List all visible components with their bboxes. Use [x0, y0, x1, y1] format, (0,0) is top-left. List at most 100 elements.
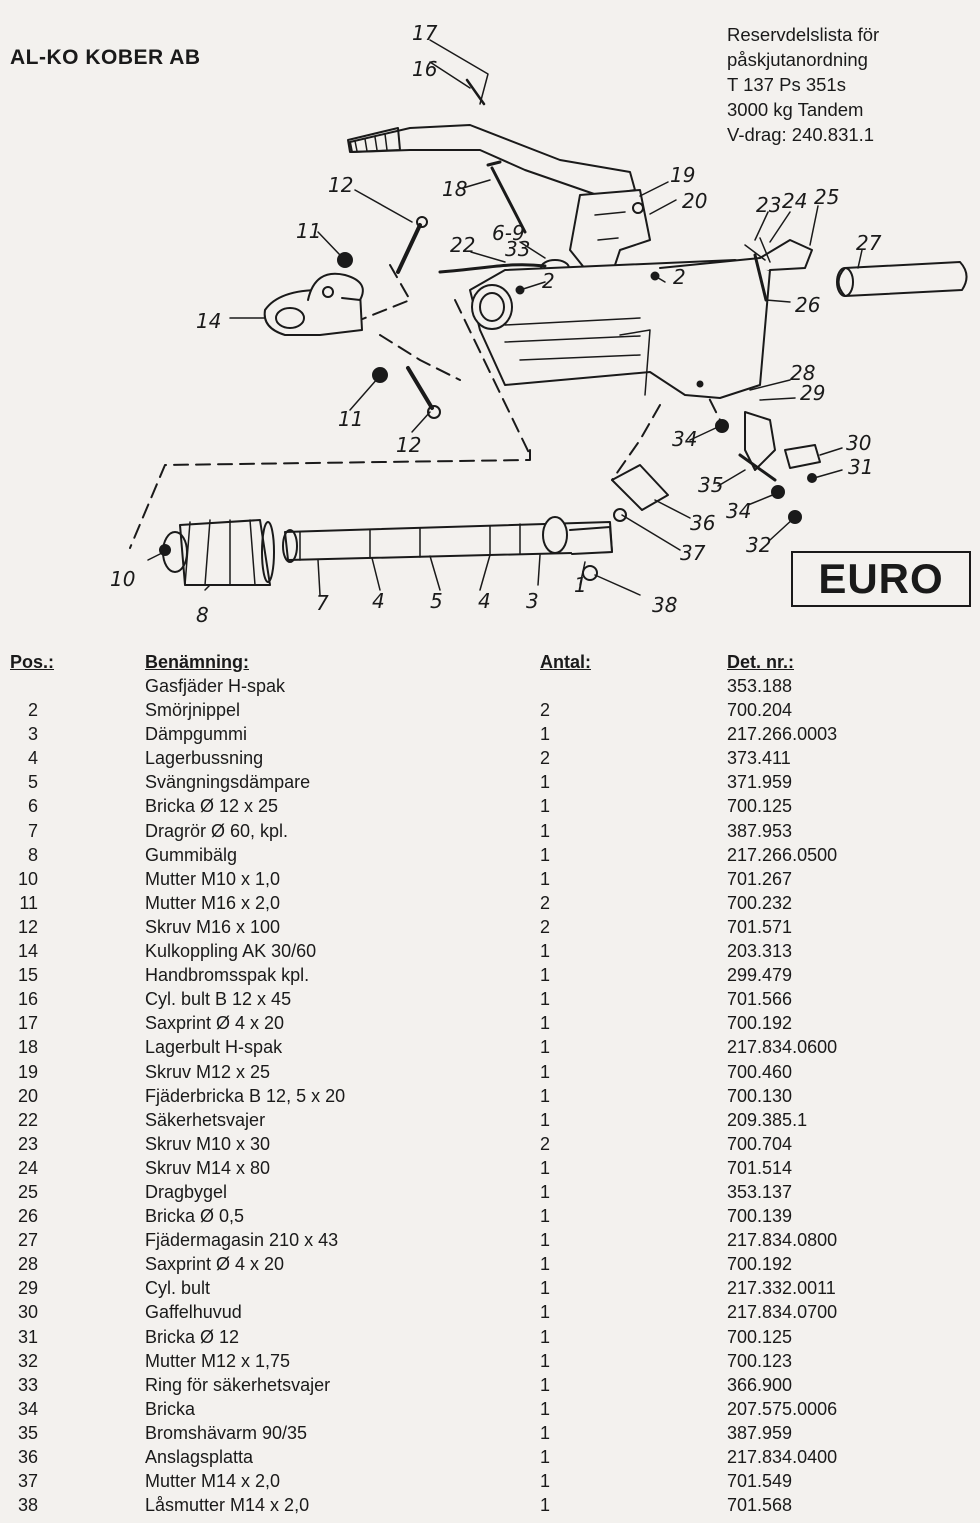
cell-name: Låsmutter M14 x 2,0: [145, 1495, 310, 1516]
cell-name: Gaffelhuvud: [145, 1302, 242, 1323]
cell-qty: 1: [540, 1061, 551, 1082]
cell-qty: 1: [540, 1037, 551, 1058]
cell-name: Fjäderbricka B 12, 5 x 20: [145, 1085, 346, 1106]
cell-pos: 37: [17, 1471, 38, 1492]
cell-det: 700.192: [727, 1254, 793, 1275]
stop-plate: [611, 464, 669, 511]
callout-label: 19: [670, 163, 695, 187]
cell-qty: 2: [540, 700, 551, 721]
cell-pos: 19: [17, 1061, 38, 1082]
callout-label: 4: [372, 589, 385, 613]
cell-pos: 8: [27, 844, 38, 865]
cell-pos: 15: [17, 965, 38, 986]
cell-det: 700.232: [727, 892, 793, 913]
callout-label: 12: [328, 173, 353, 197]
cell-qty: 1: [540, 1157, 551, 1178]
cell-pos: 11: [19, 892, 38, 913]
cell-name: Handbromsspak kpl.: [145, 965, 310, 986]
cell-name: Skruv M10 x 30: [145, 1133, 271, 1154]
cell-pos: 28: [17, 1254, 38, 1275]
ball-coupling: [263, 272, 364, 336]
table-row: 15 Handbromsspak kpl. 1 299.479: [0, 963, 980, 987]
callout-label: 32: [746, 533, 771, 557]
callout-label: 14: [196, 309, 221, 333]
cell-name: Kulkoppling AK 30/60: [145, 941, 317, 962]
cell-qty: 1: [540, 1326, 551, 1347]
cell-det: 217.834.0700: [727, 1302, 838, 1323]
table-row: 28 Saxprint Ø 4 x 20 1 700.192: [0, 1252, 980, 1276]
cell-name: Lagerbult H-spak: [145, 1037, 283, 1058]
cell-name: Lagerbussning: [145, 748, 264, 769]
cell-det: 701.571: [727, 916, 793, 937]
cell-qty: 1: [540, 1181, 551, 1202]
cell-det: 701.566: [727, 989, 793, 1010]
nut-34-upper: [715, 419, 729, 433]
cell-qty: 1: [540, 1278, 551, 1299]
cell-det: 700.192: [727, 1013, 793, 1034]
nut-11-upper: [337, 252, 353, 268]
callout-label: 2: [673, 265, 686, 289]
draw-tube: [282, 516, 613, 563]
cell-det: 217.834.0600: [727, 1037, 838, 1058]
cell-pos: 7: [27, 820, 38, 841]
heading-line-3: T 137 Ps 351s: [727, 74, 846, 95]
cell-det: 209.385.1: [727, 1109, 808, 1130]
cell-name: Dämpgummi: [145, 724, 248, 745]
cell-name: Skruv M14 x 80: [145, 1157, 271, 1178]
cell-det: 700.704: [727, 1133, 793, 1154]
cell-pos: 6: [27, 796, 38, 817]
cell-det: 701.514: [727, 1157, 793, 1178]
diagram-drawing: [129, 39, 968, 596]
callout-label: 8: [196, 603, 209, 627]
callout-label: 28: [790, 361, 815, 385]
callout-label: 31: [848, 455, 873, 479]
safety-cable: [438, 263, 547, 274]
cell-qty: 1: [540, 1254, 551, 1275]
cell-det: 701.549: [727, 1471, 793, 1492]
callout-label: 6-9: [492, 221, 525, 245]
cell-name: Bromshävarm 90/35: [145, 1422, 308, 1443]
heading-line-2: påskjutanordning: [727, 49, 868, 70]
nut-11-lower: [372, 367, 388, 383]
cell-pos: 17: [17, 1013, 38, 1034]
main-housing: [469, 259, 771, 399]
cell-name: Bricka: [145, 1398, 196, 1419]
cell-qty: 1: [540, 1398, 551, 1419]
leader-lines: [147, 39, 863, 596]
cell-name: Mutter M14 x 2,0: [145, 1471, 281, 1492]
cell-qty: 1: [540, 1109, 551, 1130]
cell-pos: 10: [17, 868, 38, 889]
cell-qty: 1: [540, 1230, 551, 1251]
cell-det: 299.479: [727, 965, 793, 986]
fork-head: [784, 444, 821, 469]
cell-name: Anslagsplatta: [145, 1447, 254, 1467]
cell-pos: 5: [27, 772, 38, 793]
cell-pos: 34: [17, 1398, 38, 1419]
callout-label: 5: [430, 589, 443, 613]
cell-det: 387.953: [727, 820, 793, 841]
cell-qty: 1: [540, 965, 551, 986]
cell-name: Saxprint Ø 4 x 20: [145, 1254, 285, 1275]
callout-label: 24: [782, 189, 807, 213]
cell-pos: 14: [17, 941, 38, 962]
cell-pos: 32: [17, 1350, 38, 1371]
cell-pos: 36: [17, 1447, 38, 1467]
cell-pos: 30: [17, 1302, 38, 1323]
